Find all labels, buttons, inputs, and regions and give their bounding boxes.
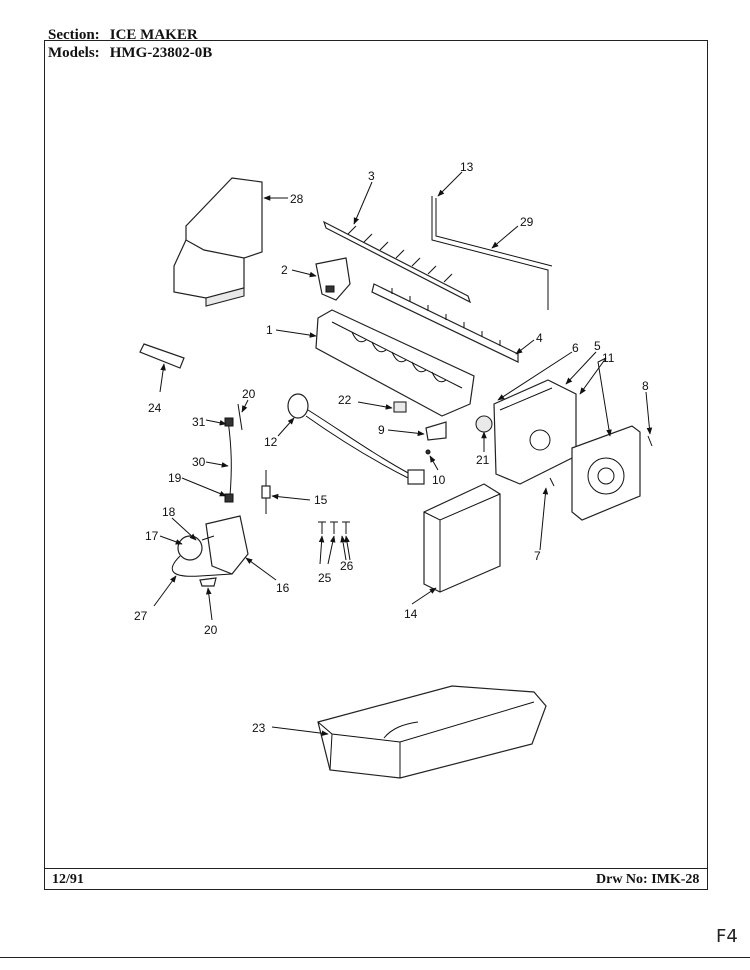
part-29-shutoff-arm: [431, 196, 553, 310]
models-row: Models: HMG-23802-0B: [48, 44, 212, 62]
callout-20-top: 20: [242, 387, 256, 401]
callout-4: 4: [536, 331, 543, 345]
drawing-frame: [44, 40, 708, 890]
callout-25: 23: [252, 721, 266, 735]
part-5-housing: [475, 379, 577, 485]
part-15-fitting: [261, 470, 271, 514]
part-7-screw: [549, 477, 555, 487]
part-28-tubing: [171, 555, 233, 577]
footer-divider: [44, 868, 708, 869]
part-11-plate: [571, 425, 641, 521]
footer-date: 12/91: [52, 872, 84, 887]
callout-21: 21: [476, 453, 490, 467]
callout-18: 18: [162, 505, 176, 519]
callout-30: 30: [192, 455, 206, 469]
part-14-cover: [423, 483, 501, 593]
part-2-bracket: [315, 257, 351, 301]
models-value: HMG-23802-0B: [109, 45, 213, 61]
callout-1: 1: [266, 323, 273, 337]
part-16-water-valve: [177, 515, 249, 575]
callout-20-bottom: 20: [204, 623, 218, 637]
callout-28: 27: [134, 609, 148, 623]
callout-13: 13: [460, 160, 474, 174]
part-12-harness: [287, 393, 425, 485]
callout-24: 24: [148, 401, 162, 415]
callout-labels: 28 3 13 29 2 1 4 6 5 11 8 22 9 10 12 21 …: [134, 160, 649, 735]
part-20-clip: [199, 577, 217, 587]
part-9: [425, 421, 447, 441]
callout-26: 25: [318, 571, 332, 585]
callout-29: 29: [520, 215, 534, 229]
part-24-heater: [139, 343, 185, 369]
callout-9: 9: [378, 423, 385, 437]
callout-12: 12: [264, 435, 278, 449]
footer-drawing-number: Drw No: IMK-28: [596, 872, 700, 887]
part-23-guard: [173, 177, 263, 307]
part-8-screw: [647, 435, 653, 447]
part-26-27-screws: [318, 521, 350, 534]
callout-3: 3: [368, 169, 375, 183]
callout-27: 26: [340, 559, 354, 573]
callout-6: 6: [572, 341, 579, 355]
part-4-stripper: [371, 283, 519, 363]
section-row: Section: ICE MAKER: [48, 26, 198, 44]
page-bottom-rule: [0, 957, 750, 958]
callout-8: 8: [642, 379, 649, 393]
callout-22: 22: [338, 393, 352, 407]
section-value: ICE MAKER: [109, 27, 198, 43]
part-30-fill-tube: [224, 403, 243, 503]
callout-2: 2: [281, 263, 288, 277]
leader-lines: [153, 171, 653, 736]
callout-11: 11: [602, 351, 615, 365]
part-3-ejector: [322, 220, 472, 304]
callout-31: 31: [192, 415, 206, 429]
part-10: [425, 449, 431, 455]
callout-15: 15: [314, 493, 328, 507]
callout-19: 19: [168, 471, 182, 485]
callout-23: 28: [290, 192, 304, 206]
callout-14: 14: [404, 607, 418, 621]
callout-16: 16: [276, 581, 290, 595]
part-25-ice-bin: [317, 685, 547, 779]
models-key: Models:: [48, 45, 100, 61]
callout-17: 17: [145, 529, 159, 543]
callout-10: 10: [432, 473, 446, 487]
callout-5: 5: [594, 339, 601, 353]
part-1-mold: [315, 309, 475, 417]
callout-7: 7: [534, 549, 541, 563]
part-22: [393, 401, 407, 413]
margin-note: F4: [716, 926, 738, 947]
section-key: Section:: [48, 27, 100, 43]
